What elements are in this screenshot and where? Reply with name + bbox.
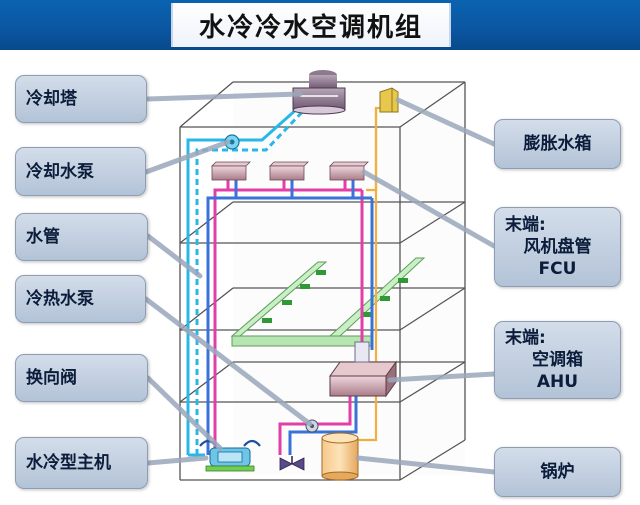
label-water-pipe: 水管 [15, 213, 148, 261]
cooling-tower-graphic [292, 70, 346, 115]
label-reversing-valve-text: 换向阀 [26, 368, 77, 388]
ahu-graphic [329, 341, 397, 398]
label-water-pipe-text: 水管 [26, 227, 60, 247]
label-reversing-valve: 换向阀 [15, 354, 148, 402]
label-fcu-line2: 风机盘管 [523, 237, 592, 257]
label-fcu-line3: FCU [538, 259, 577, 279]
label-hot-cold-pump: 冷热水泵 [15, 275, 146, 323]
label-chiller-text: 水冷型主机 [26, 453, 111, 473]
return-water-pipes [206, 180, 374, 455]
label-chiller: 水冷型主机 [15, 437, 148, 489]
label-cooling-tower-text: 冷却塔 [26, 89, 77, 109]
label-cooling-tower: 冷却塔 [15, 75, 147, 123]
fcu-unit-3 [329, 161, 369, 181]
fcu-units [211, 161, 369, 181]
title-box: 水冷冷水空调机组 [171, 3, 451, 47]
expansion-tank-graphic [379, 87, 399, 113]
label-ahu-line2: 空调箱 [532, 350, 583, 370]
label-fcu: 末端: 风机盘管 FCU [494, 207, 621, 287]
label-ahu-line1: 末端: [505, 328, 546, 348]
label-ahu: 末端: 空调箱 AHU [494, 321, 621, 399]
label-cooling-pump-text: 冷却水泵 [26, 161, 94, 182]
diagram-title: 水冷冷水空调机组 [198, 12, 423, 43]
label-boiler: 锅炉 [494, 447, 621, 497]
label-cooling-pump: 冷却水泵 [15, 147, 146, 196]
cooling-pump-graphic [224, 134, 240, 150]
title-bar: 水冷冷水空调机组 [0, 0, 640, 50]
label-expansion-tank-text: 膨胀水箱 [523, 134, 592, 154]
fcu-unit-2 [269, 161, 309, 181]
label-hot-cold-pump-text: 冷热水泵 [26, 289, 94, 309]
label-fcu-line1: 末端: [505, 215, 546, 235]
label-expansion-tank: 膨胀水箱 [494, 119, 621, 169]
leader-lines [143, 91, 497, 475]
boiler-graphic [321, 432, 359, 481]
label-boiler-text: 锅炉 [540, 462, 575, 482]
fcu-unit-1 [211, 161, 251, 181]
reversing-valve-graphic [279, 456, 305, 471]
label-ahu-line3: AHU [536, 372, 579, 392]
